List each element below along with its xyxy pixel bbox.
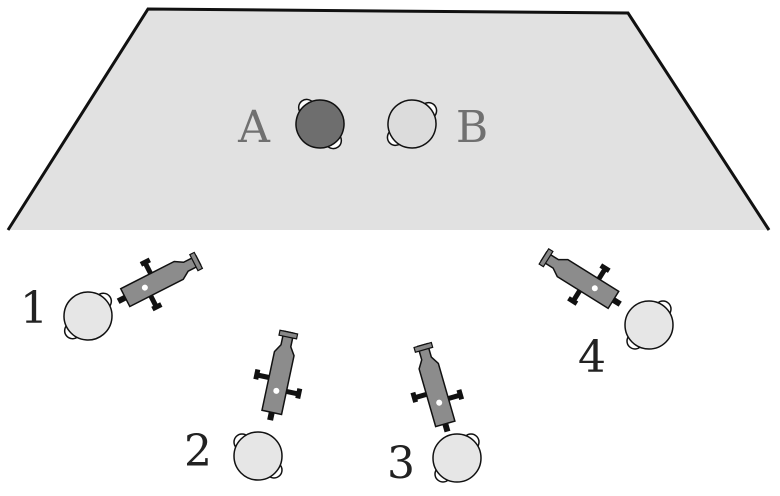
camera-2 [253, 329, 303, 421]
camera-3-number: 3 [387, 438, 415, 489]
subject-b [386, 99, 438, 149]
operator-2 [233, 431, 283, 481]
operator-3 [432, 433, 482, 483]
subject-a [295, 98, 345, 150]
subject-a-label: A [237, 102, 271, 153]
camera-4-number: 4 [578, 332, 606, 383]
operator-1 [63, 291, 113, 341]
camera-3 [410, 341, 465, 433]
camera-2-number: 2 [184, 426, 212, 477]
operator-4 [624, 300, 674, 350]
stage-outline [6, 7, 771, 231]
subject-b-label: B [456, 102, 488, 153]
camera-1 [116, 251, 204, 312]
camera-4 [538, 247, 622, 310]
camera-1-number: 1 [20, 283, 48, 334]
